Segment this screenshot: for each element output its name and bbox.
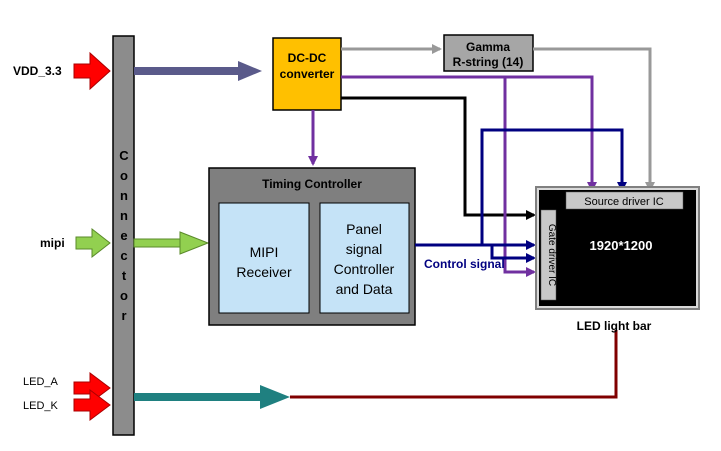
mipi-bus-arrowhead xyxy=(179,231,210,255)
mipi-label: mipi xyxy=(40,236,65,250)
connector-letter: o xyxy=(120,288,128,303)
vdd-label: VDD_3.3 xyxy=(13,64,62,78)
gamma-label-line2: R-string (14) xyxy=(453,55,524,69)
panel-resolution: 1920*1200 xyxy=(590,238,653,253)
connector-letter: n xyxy=(120,208,128,223)
dcdc-box xyxy=(272,37,342,111)
dcdc-to-source-purple-line xyxy=(341,75,597,192)
control-signal-label: Control signal xyxy=(424,257,505,271)
dcdc-to-panel-black-line xyxy=(341,96,536,220)
timing-controller-title: Timing Controller xyxy=(262,177,362,191)
led-power-line xyxy=(290,330,618,399)
mipi-receiver-box xyxy=(218,202,310,314)
connector-letter: c xyxy=(120,248,127,263)
mipi-receiver-line1: MIPI xyxy=(250,244,279,260)
led-a-input-arrow xyxy=(73,372,111,404)
gamma-label-line1: Gamma xyxy=(466,40,510,54)
mipi-receiver-line2: Receiver xyxy=(236,264,292,280)
connector-letter: e xyxy=(120,228,127,243)
panel-signal-line3: Controller xyxy=(334,261,395,277)
dcdc-label-line2: converter xyxy=(280,67,335,81)
panel-signal-line2: signal xyxy=(346,241,383,257)
mipi-bus xyxy=(133,238,183,248)
gamma-rstring: Gamma R-string (14) xyxy=(443,34,534,72)
dcdc-label-line1: DC-DC xyxy=(288,51,327,65)
vdd-bus-arrowhead xyxy=(238,61,262,81)
connector-letter: r xyxy=(121,308,126,323)
connector-letter: C xyxy=(119,148,129,163)
panel-signal-line4: and Data xyxy=(336,281,393,297)
connector-bar xyxy=(112,35,135,436)
connector-letter: o xyxy=(120,168,128,183)
dcdc-to-gate-purple-line xyxy=(503,77,536,277)
panel-screen xyxy=(539,190,696,306)
led-bus xyxy=(134,393,262,401)
control-to-gate-line xyxy=(490,245,536,263)
vdd-input-arrow xyxy=(73,51,111,91)
connector-letter: t xyxy=(122,268,127,283)
control-to-source-line xyxy=(480,128,627,245)
led-k-label: LED_K xyxy=(23,400,59,412)
panel-signal-box xyxy=(319,202,410,314)
led-light-bar-label: LED light bar xyxy=(577,319,652,333)
panel-signal-line1: Panel xyxy=(346,221,382,237)
led-a-label: LED_A xyxy=(23,376,59,388)
led-bus-arrowhead xyxy=(260,385,290,409)
dcdc-converter: DC-DC converter xyxy=(272,37,342,111)
gate-driver-label: Gate driver IC xyxy=(546,224,557,286)
mipi-input-arrow xyxy=(75,227,111,259)
gate-driver-ic xyxy=(540,209,557,301)
gamma-box xyxy=(443,34,534,72)
led-k-input-arrow xyxy=(73,389,111,421)
gamma-to-source-line xyxy=(533,47,655,192)
source-driver-label: Source driver IC xyxy=(584,196,664,208)
display-panel: Source driver IC Gate driver IC 1920*120… xyxy=(535,186,700,310)
connector-letter: n xyxy=(120,188,128,203)
timing-controller: Timing Controller MIPI Receiver Panel si… xyxy=(208,167,416,326)
vdd-bus xyxy=(134,67,240,75)
connector: C o n n e c t o r xyxy=(112,35,135,436)
source-driver-ic xyxy=(565,191,684,210)
